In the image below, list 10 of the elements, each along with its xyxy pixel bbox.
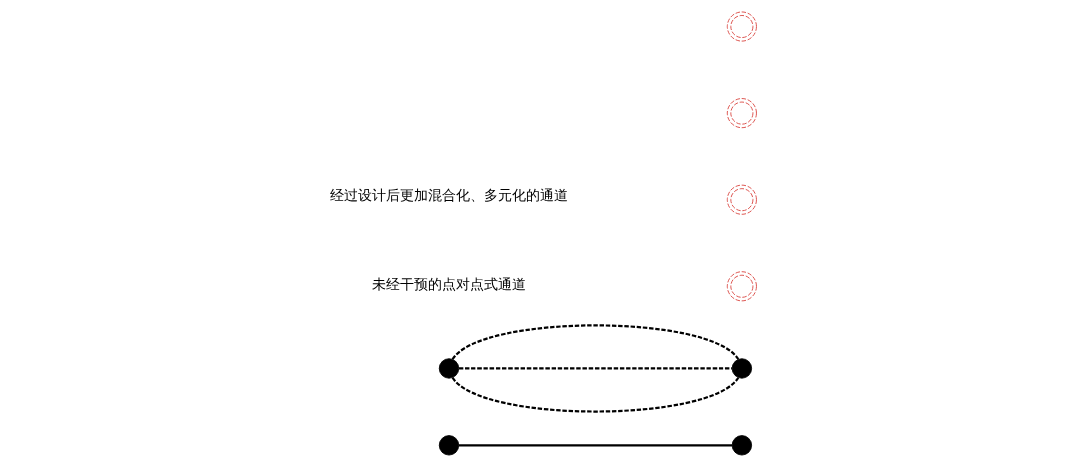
node-circle bbox=[438, 358, 460, 379]
connector bbox=[458, 444, 733, 447]
connector bbox=[451, 324, 740, 361]
node-circle bbox=[438, 435, 460, 456]
node-circle bbox=[731, 435, 753, 456]
label: 未经干预的点对点式通道 bbox=[372, 275, 526, 292]
node-circle bbox=[731, 358, 753, 379]
connector bbox=[451, 376, 740, 413]
label: 经过设计后更加混合化、多元化的通道 bbox=[330, 186, 568, 203]
connector bbox=[458, 367, 733, 370]
